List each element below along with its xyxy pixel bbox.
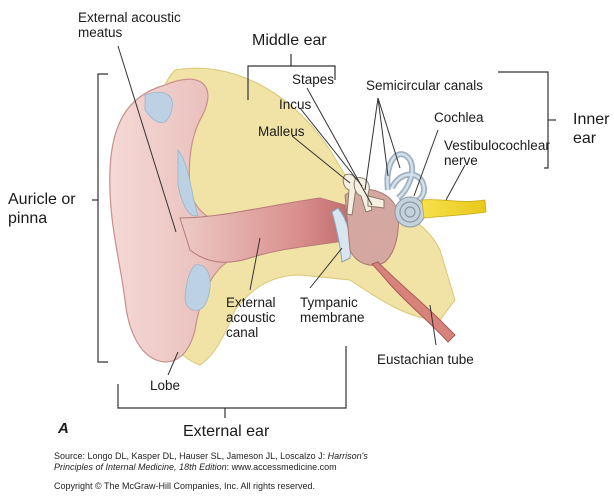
label-cochlea: Cochlea — [434, 110, 484, 125]
label-line: meatus — [78, 25, 181, 40]
auricle-bracket — [98, 74, 108, 362]
label-external-acoustic-canal: External acoustic canal — [226, 295, 276, 340]
label-vestibulocochlear-nerve: Vestibulocochlear nerve — [444, 138, 550, 168]
vestibulocochlear-nerve-shape — [422, 200, 486, 218]
label-line: ear — [573, 129, 609, 148]
label-line: nerve — [444, 153, 550, 168]
label-line: Tympanic — [300, 295, 365, 310]
source-line-1: Source: Longo DL, Kasper DL, Hauser SL, … — [54, 451, 368, 462]
cochlea-shape — [395, 197, 425, 227]
label-line: Auricle or — [8, 190, 76, 209]
label-line: External — [226, 295, 276, 310]
label-line: pinna — [8, 209, 76, 228]
label-line: canal — [226, 325, 276, 340]
source-prefix: Source: Longo DL, Kasper DL, Hauser SL, … — [54, 451, 328, 461]
label-eustachian-tube: Eustachian tube — [377, 352, 474, 367]
label-tympanic-membrane: Tympanic membrane — [300, 295, 365, 325]
source-line-2: Principles of Internal Medicine, 18th Ed… — [54, 462, 337, 473]
label-lobe: Lobe — [150, 378, 180, 393]
label-malleus: Malleus — [258, 124, 305, 139]
label-line: External acoustic — [78, 10, 181, 25]
label-auricle: Auricle or pinna — [8, 190, 76, 228]
copyright-line: Copyright © The McGraw-Hill Companies, I… — [54, 481, 315, 492]
label-incus: Incus — [279, 97, 311, 112]
source-suffix: : www.accessmedicine.com — [227, 462, 337, 472]
label-external-acoustic-meatus: External acoustic meatus — [78, 10, 181, 40]
label-middle-ear: Middle ear — [252, 31, 327, 50]
label-semicircular-canals: Semicircular canals — [366, 78, 483, 93]
label-stapes: Stapes — [292, 72, 334, 87]
label-line: Vestibulocochlear — [444, 138, 550, 153]
label-line: acoustic — [226, 310, 276, 325]
label-inner-ear: Inner ear — [573, 110, 609, 148]
label-external-ear: External ear — [183, 422, 269, 441]
label-line: membrane — [300, 310, 365, 325]
label-line: Inner — [573, 110, 609, 129]
source-title-part1: Harrison's — [328, 451, 368, 461]
figure-letter: A — [58, 420, 69, 437]
source-title-part2: Principles of Internal Medicine, 18th Ed… — [54, 462, 227, 472]
